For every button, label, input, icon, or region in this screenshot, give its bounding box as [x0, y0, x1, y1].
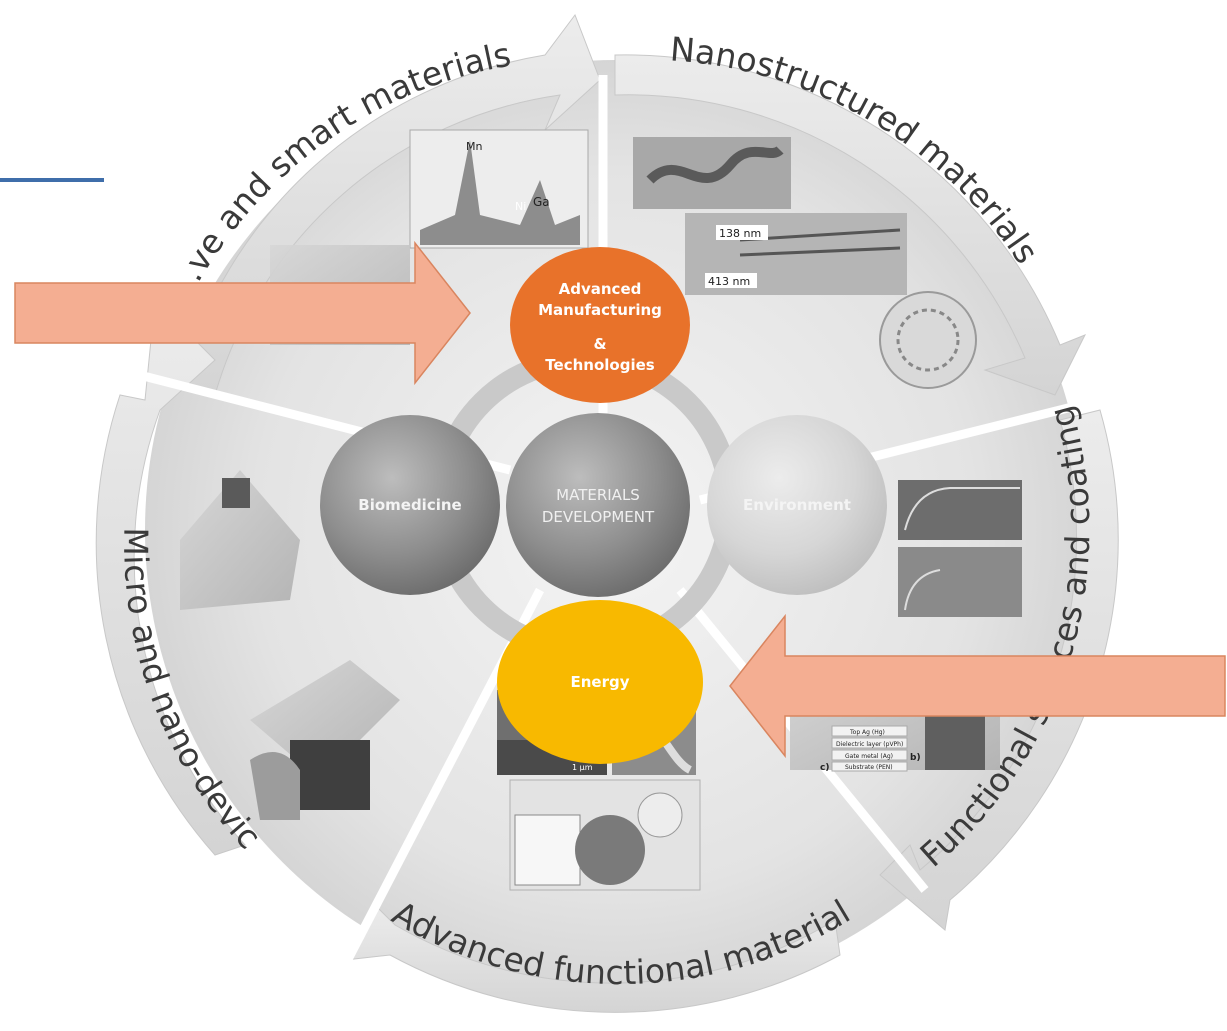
svg-text:413 nm: 413 nm	[708, 275, 750, 288]
svg-text:Top Ag (Hg): Top Ag (Hg)	[849, 729, 885, 736]
left-orb: Biomedicine	[320, 415, 500, 595]
svg-text:MATERIALS: MATERIALS	[556, 486, 640, 504]
arrow-to-manufacturing	[14, 240, 471, 386]
svg-text:Advanced: Advanced	[559, 280, 642, 298]
svg-text:Manufacturing: Manufacturing	[538, 301, 662, 319]
svg-text:138 nm: 138 nm	[719, 227, 761, 240]
center-orb: MATERIALS DEVELOPMENT	[506, 413, 690, 597]
svg-text:Substrate (PEN): Substrate (PEN)	[845, 764, 893, 771]
bottom-orb-energy: Energy	[497, 600, 703, 764]
svg-text:c): c)	[820, 763, 829, 773]
outer-ring	[95, 13, 1119, 1013]
svg-text:Gate metal (Ag): Gate metal (Ag)	[845, 753, 893, 760]
ribbon-cable-image	[250, 660, 400, 820]
svg-text:1 μm: 1 μm	[572, 763, 593, 772]
svg-text:Biomedicine: Biomedicine	[358, 496, 461, 514]
label-ga: Ga	[533, 195, 550, 209]
svg-text:Energy: Energy	[570, 673, 629, 691]
nanowire-sem-image	[633, 137, 791, 209]
top-orb-manufacturing: Advanced Manufacturing & Technologies	[510, 247, 690, 403]
surface-plot-image: Mn Ni Ga	[409, 129, 589, 249]
svg-text:&: &	[593, 335, 606, 353]
molecular-cage-image	[879, 291, 977, 389]
pattern-image-2	[898, 547, 1022, 617]
label-mn: Mn	[466, 140, 482, 153]
right-orb: Environment	[707, 415, 887, 595]
label-ni: Ni	[515, 200, 526, 213]
svg-text:Technologies: Technologies	[545, 356, 654, 374]
svg-text:Environment: Environment	[743, 496, 851, 514]
pattern-image-1	[898, 480, 1022, 540]
arrow-to-energy	[729, 613, 1226, 759]
svg-text:Dielectric layer (pVPh): Dielectric layer (pVPh)	[836, 741, 903, 748]
svg-text:b): b)	[910, 753, 921, 763]
flexible-device-image	[180, 470, 300, 610]
nanowire-measurement-image: 138 nm 413 nm	[685, 213, 907, 295]
svg-text:DEVELOPMENT: DEVELOPMENT	[542, 508, 655, 526]
battery-composite-image	[509, 779, 701, 891]
